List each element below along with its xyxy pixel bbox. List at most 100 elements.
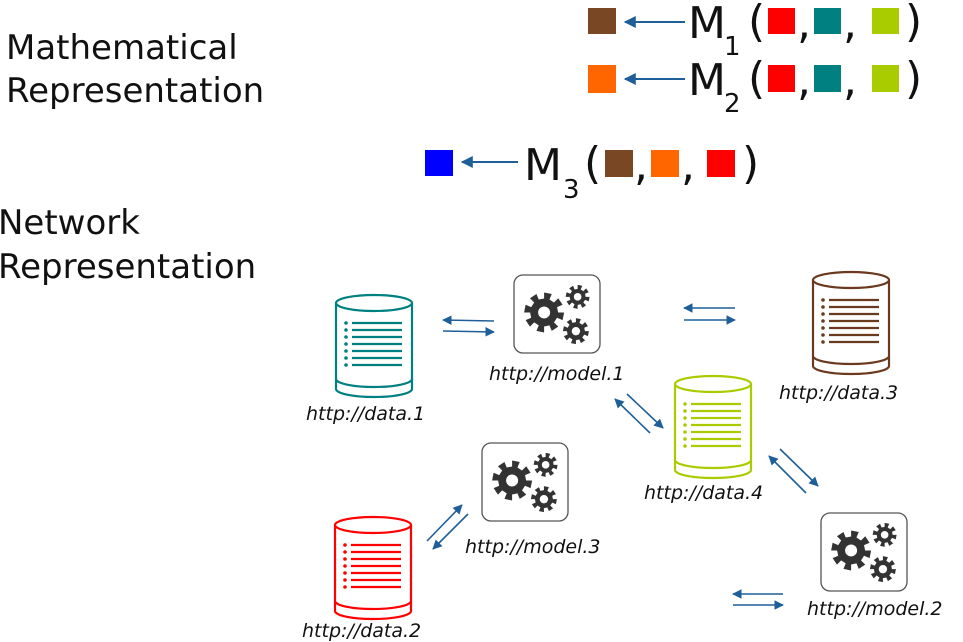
list-bullet xyxy=(343,564,347,568)
model-symbol-2: M xyxy=(688,55,726,106)
model-node-1-label: http://model.1 xyxy=(489,363,625,385)
list-bullet xyxy=(683,409,687,413)
list-bullet xyxy=(344,363,348,367)
list-bullet xyxy=(343,557,347,561)
close-paren-1: ) xyxy=(905,0,922,47)
comma-2-2: , xyxy=(843,55,857,106)
arrow-data4-to-model1 xyxy=(614,398,651,434)
input-square-1-1 xyxy=(768,8,795,34)
list-bullet xyxy=(821,298,825,302)
data-node-2 xyxy=(333,515,413,621)
gear-hole xyxy=(845,544,858,557)
input-square-3-2 xyxy=(651,150,679,177)
arrow-model1-to-data4 xyxy=(626,393,664,429)
cylinder-band xyxy=(673,459,753,470)
arrow-model2-to-data4 xyxy=(768,455,807,494)
list-bullet xyxy=(344,356,348,360)
list-bullet xyxy=(344,349,348,353)
input-square-1-3 xyxy=(872,8,899,34)
math-label-line2: Representation xyxy=(6,71,265,111)
gear-hole xyxy=(571,326,581,336)
gear-hole xyxy=(878,564,888,574)
output-square-1 xyxy=(588,8,616,34)
list-bullet xyxy=(683,430,687,434)
cylinder-band xyxy=(333,600,413,611)
data-node-1-label: http://data.1 xyxy=(306,403,425,425)
network-label-line2: Representation xyxy=(0,247,257,287)
gear-hole xyxy=(506,474,519,487)
list-bullet xyxy=(821,340,825,344)
list-bullet xyxy=(344,321,348,325)
close-paren-3: ) xyxy=(742,138,759,189)
model-index-1: 1 xyxy=(724,32,741,62)
arrow-data2-to-model3 xyxy=(426,504,463,542)
model-node-2-label: http://model.2 xyxy=(807,598,943,620)
comma-1-1: , xyxy=(797,0,811,49)
list-bullet xyxy=(821,312,825,316)
model-index-2: 2 xyxy=(724,89,741,119)
equation-2: M 2 ( , , ) xyxy=(588,53,922,119)
equation-3: M 3 ( , , ) xyxy=(425,138,759,205)
list-bullet xyxy=(683,444,687,448)
gear-hole xyxy=(539,494,549,504)
arrow-model3-to-data2 xyxy=(432,513,469,550)
model-symbol-3: M xyxy=(524,140,562,191)
data-node-1 xyxy=(334,293,414,399)
list-bullet xyxy=(343,550,347,554)
model-node-3 xyxy=(481,442,569,522)
gear-hole xyxy=(880,531,889,539)
model-node-3-label: http://model.3 xyxy=(465,536,601,558)
data-node-3 xyxy=(811,270,891,376)
input-square-2-1 xyxy=(768,65,795,92)
input-square-3-1 xyxy=(605,150,633,177)
arrow-data1-to-model1 xyxy=(442,327,495,337)
list-bullet xyxy=(343,543,347,547)
gear-hole xyxy=(538,306,551,319)
connection-arrows xyxy=(426,303,819,610)
output-square-2 xyxy=(588,65,616,93)
list-bullet xyxy=(821,333,825,337)
equation-1: M 1 ( , , ) xyxy=(588,0,922,62)
cylinder-band xyxy=(811,355,891,366)
list-bullet xyxy=(343,571,347,575)
list-bullet xyxy=(344,328,348,332)
cylinder-top xyxy=(333,515,413,535)
list-bullet xyxy=(821,305,825,309)
input-square-2-2 xyxy=(814,65,841,92)
list-bullet xyxy=(821,319,825,323)
model-node-1 xyxy=(513,274,601,354)
cylinder-top xyxy=(334,293,414,313)
cylinder-band xyxy=(334,378,414,389)
gear-hole xyxy=(573,293,582,301)
gear-hole xyxy=(541,461,550,469)
input-square-3-3 xyxy=(707,150,735,177)
input-square-1-2 xyxy=(814,8,841,34)
list-bullet xyxy=(683,423,687,427)
list-bullet xyxy=(683,437,687,441)
output-square-3 xyxy=(425,150,453,176)
math-label-line1: Mathematical xyxy=(6,28,238,68)
cylinder-top xyxy=(673,374,753,394)
model-node-2 xyxy=(820,512,908,592)
model-index-3: 3 xyxy=(563,175,580,205)
data-node-4-label: http://data.4 xyxy=(644,482,763,504)
data-node-2-label: http://data.2 xyxy=(302,620,421,642)
data-node-3-label: http://data.3 xyxy=(779,382,898,404)
comma-3-2: , xyxy=(681,140,695,191)
list-bullet xyxy=(343,578,347,582)
network-label-line1: Network xyxy=(0,203,140,243)
comma-3-1: , xyxy=(634,140,648,191)
close-paren-2: ) xyxy=(905,53,922,104)
arrow-model1-to-data1 xyxy=(442,315,495,325)
arrow-data4-to-model2 xyxy=(779,448,819,487)
list-bullet xyxy=(344,335,348,339)
open-paren-3: ( xyxy=(584,138,601,189)
list-bullet xyxy=(343,585,347,589)
comma-1-2: , xyxy=(843,0,857,49)
list-bullet xyxy=(344,342,348,346)
open-paren-1: ( xyxy=(748,0,765,47)
cylinder-top xyxy=(811,270,891,290)
comma-2-1: , xyxy=(797,55,811,106)
open-paren-2: ( xyxy=(748,53,765,104)
